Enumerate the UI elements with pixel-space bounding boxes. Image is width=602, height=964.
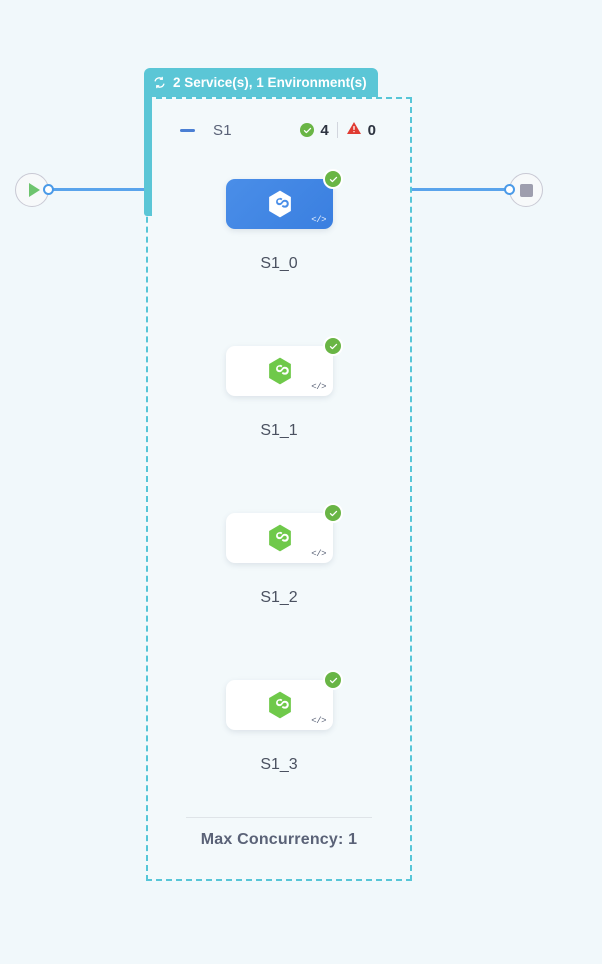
group-name-label: S1 [213,121,232,139]
end-node-input-handle[interactable] [504,184,515,195]
start-node-output-handle[interactable] [43,184,54,195]
warning-triangle-icon [346,120,362,140]
check-circle-icon [323,169,343,189]
service-node-card[interactable]: </> [226,503,343,563]
check-circle-icon [300,123,315,137]
service-node-card[interactable]: </> [226,336,343,396]
status-cluster: 4 0 [300,120,376,140]
group-left-accent-bar [144,95,152,216]
service-node-label: S1_3 [260,756,298,773]
group-header[interactable]: 2 Service(s), 1 Environment(s) [144,68,378,97]
status-divider [336,122,338,138]
service-hex-icon [265,189,295,219]
max-concurrency-label: Max Concurrency: 1 [200,831,358,848]
edge-group-to-end[interactable] [412,188,506,191]
code-brackets-icon[interactable]: </> [311,382,326,392]
success-count: 4 [320,121,329,139]
code-brackets-icon[interactable]: </> [311,716,326,726]
code-brackets-icon[interactable]: </> [311,215,326,225]
edge-start-to-group[interactable] [52,188,144,191]
service-node-label: S1_1 [260,422,298,439]
group-title-row: S1 4 0 [146,112,412,148]
check-circle-icon [323,336,343,356]
service-node-card[interactable]: </> [226,670,343,730]
error-count: 0 [367,121,376,139]
collapse-minus-icon[interactable] [180,128,195,132]
refresh-cycle-icon [153,76,166,89]
check-circle-icon [323,670,343,690]
service-node-card[interactable]: </> [226,169,343,229]
check-circle-icon [323,503,343,523]
service-hex-icon [265,690,295,720]
service-node-label: S1_2 [260,589,298,606]
play-icon [28,183,40,197]
service-node-label: S1_0 [260,255,298,272]
service-hex-icon [265,356,295,386]
group-header-label: 2 Service(s), 1 Environment(s) [173,75,367,90]
stop-icon [519,183,533,197]
footer-divider [186,817,372,818]
service-hex-icon [265,523,295,553]
code-brackets-icon[interactable]: </> [311,549,326,559]
